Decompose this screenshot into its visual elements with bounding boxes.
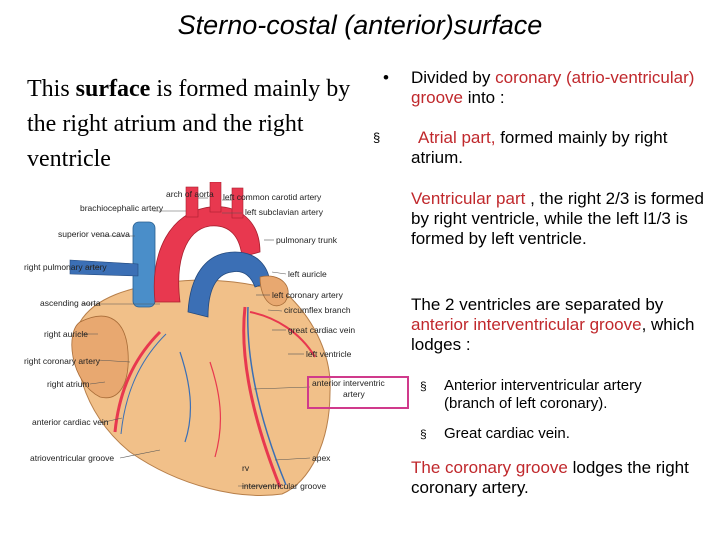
- label-arch-aorta: arch of aorta: [166, 189, 214, 199]
- label-right-auricle: right auricle: [44, 329, 88, 339]
- highlight-box: [307, 376, 409, 409]
- label-apex: apex: [312, 453, 331, 463]
- label-ivg: interventricular groove: [242, 481, 326, 491]
- b2-post: formed mainly by right atrium.: [411, 128, 668, 167]
- label-lca: left coronary artery: [272, 290, 344, 300]
- label-rca: right coronary artery: [24, 356, 101, 366]
- p5-red: The coronary groove: [411, 458, 568, 477]
- intro-bold: surface: [75, 76, 151, 102]
- b1-pre: Divided by: [411, 68, 496, 87]
- label-lcca: left common carotid artery: [223, 192, 322, 202]
- label-pulmonary-trunk: pulmonary trunk: [276, 235, 338, 245]
- slide-title: Sterno-costal (anterior)surface: [177, 10, 543, 40]
- square-bullet: §: [373, 130, 381, 145]
- b1-post: into :: [462, 88, 505, 107]
- p4-red: anterior interventricular groove: [411, 315, 642, 334]
- p4-post: , which lodges :: [411, 315, 695, 354]
- intro-part2: is formed mainly by the right atrium and…: [27, 76, 351, 172]
- sub-gcv-text: Great cardiac vein.: [444, 425, 570, 442]
- label-rv: rv: [242, 463, 250, 473]
- label-ascending-aorta: ascending aorta: [40, 298, 101, 308]
- label-right-atrium: right atrium: [47, 379, 90, 389]
- b2-red: Atrial part,: [418, 128, 496, 147]
- label-aiva-2: artery: [343, 389, 365, 399]
- p4-pre: The 2 ventricles are separated by: [411, 295, 664, 314]
- label-lv: left ventricle: [306, 349, 352, 359]
- square-bullet: §: [420, 427, 427, 441]
- label-rpa: right pulmonary artery: [24, 262, 107, 272]
- p5-post: lodges the right coronary artery.: [411, 458, 689, 497]
- intro-text: This surface is formed mainly by the rig…: [27, 72, 372, 177]
- p3-post: , the right 2/3 is formed by right ventr…: [411, 189, 704, 248]
- dot-bullet: •: [383, 68, 389, 87]
- heart-diagram: arch of aorta brachiocephalic artery sup…: [24, 182, 385, 496]
- label-aiva-1: anterior interventricular: [312, 378, 385, 388]
- b1-red: coronary (atrio-ventricular) groove: [411, 68, 695, 107]
- label-svc: superior vena cava: [58, 229, 130, 239]
- sub-aiva-text: Anterior interventricular artery (branch…: [444, 377, 642, 412]
- intro-part1: This: [27, 76, 76, 102]
- label-brachiocephalic: brachiocephalic artery: [80, 203, 164, 213]
- label-circumflex: circumflex branch: [284, 305, 351, 315]
- square-bullet: §: [420, 379, 427, 393]
- label-avg: atrioventricular groove: [30, 453, 114, 463]
- label-left-auricle: left auricle: [288, 269, 327, 279]
- label-gcv: great cardiac vein: [288, 325, 355, 335]
- p3-red: Ventricular part: [411, 189, 526, 208]
- label-lsa: left subclavian artery: [245, 207, 324, 217]
- label-acv: anterior cardiac vein: [32, 417, 109, 427]
